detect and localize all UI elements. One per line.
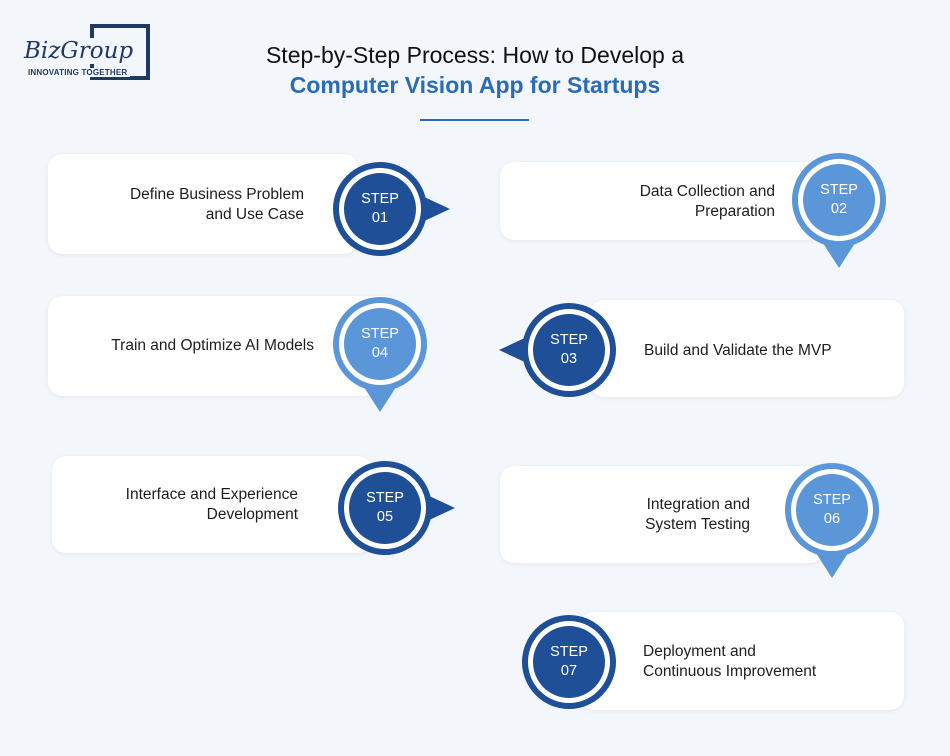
step-word: STEP [366, 490, 404, 506]
step-number: 05 [376, 509, 394, 525]
step-number-label: STEP 01 [332, 161, 428, 257]
step-badge-02: STEP 02 [791, 152, 887, 268]
step-card-02 [500, 162, 820, 240]
step-word: STEP [820, 182, 858, 198]
step-title-04: Train and Optimize AI Models [60, 336, 314, 356]
brand-logo: BizGroup INNOVATING TOGETHER [24, 24, 158, 84]
step-title-07: Deployment and Continuous Improvement [643, 642, 893, 682]
step-badge-07: STEP 07 [521, 614, 617, 710]
step-badge-04: STEP 04 [332, 296, 428, 412]
step-disc [796, 474, 868, 546]
arrow-pointer-icon [362, 384, 398, 412]
step-number-label: STEP 05 [337, 460, 433, 556]
step-badge-05: STEP 05 [337, 460, 455, 556]
step-badge-graphic [792, 153, 886, 268]
step-badge-graphic [333, 162, 450, 256]
step-word: STEP [813, 492, 851, 508]
arrow-pointer-icon [821, 240, 857, 268]
step-title-02: Data Collection and Preparation [520, 182, 775, 222]
step-disc [533, 314, 605, 386]
arrow-pointer-icon [420, 195, 450, 223]
step-number-label: STEP 03 [521, 302, 617, 398]
step-card-06 [500, 466, 825, 563]
step-card-01 [48, 154, 358, 254]
step-number-label: STEP 07 [521, 614, 617, 710]
step-disc [349, 472, 421, 544]
step-card-05 [52, 456, 372, 553]
arrow-pointer-icon [499, 336, 529, 364]
step-title-03: Build and Validate the MVP [644, 341, 894, 361]
step-word: STEP [361, 326, 399, 342]
step-number-label: STEP 06 [784, 462, 880, 558]
step-title-line: Train and Optimize AI Models [111, 337, 314, 354]
step-number: 06 [823, 511, 841, 527]
step-number: 07 [560, 663, 578, 679]
brand-tagline: INNOVATING TOGETHER [28, 68, 131, 77]
step-number: 02 [830, 201, 848, 217]
step-badge-01: STEP 01 [332, 161, 450, 257]
step-title-line: Deployment and [643, 643, 756, 660]
step-badge-graphic [522, 615, 616, 709]
step-title-line: Data Collection and [639, 183, 775, 200]
brand-name: BizGroup [24, 38, 136, 64]
step-badge-06: STEP 06 [784, 462, 880, 578]
step-title-line: Development [206, 506, 298, 523]
step-number-label: STEP 04 [332, 296, 428, 392]
step-title-line: Interface and Experience [125, 486, 298, 503]
step-title-05: Interface and Experience Development [70, 485, 298, 525]
step-number: 01 [371, 210, 389, 226]
step-badge-graphic [785, 463, 879, 578]
step-card-03 [590, 300, 904, 397]
step-number-label: STEP 02 [791, 152, 887, 248]
step-badge-graphic [499, 303, 616, 397]
step-title-06: Integration and System Testing [530, 495, 750, 535]
step-title-line: System Testing [645, 516, 750, 533]
step-title-line: Continuous Improvement [643, 663, 817, 680]
step-disc [344, 173, 416, 245]
step-disc [344, 308, 416, 380]
page-subtitle: Computer Vision App for Startups [289, 72, 661, 98]
step-disc [803, 164, 875, 236]
step-word: STEP [550, 644, 588, 660]
arrow-pointer-icon [814, 550, 850, 578]
title-underline [420, 119, 529, 121]
step-title-line: and Use Case [205, 206, 304, 223]
step-word: STEP [361, 191, 399, 207]
step-title-line: Preparation [694, 203, 775, 220]
step-title-line: Define Business Problem [129, 186, 304, 203]
step-badge-graphic [338, 461, 455, 555]
step-title-line: Build and Validate the MVP [644, 342, 832, 359]
step-number: 03 [560, 351, 578, 367]
step-number: 04 [371, 345, 389, 361]
arrow-pointer-icon [425, 494, 455, 522]
step-title-01: Define Business Problem and Use Case [60, 185, 304, 225]
step-disc [533, 626, 605, 698]
step-title-line: Integration and [646, 496, 750, 513]
step-card-07 [580, 612, 904, 710]
step-badge-03: STEP 03 [499, 302, 617, 398]
page-title: Step-by-Step Process: How to Develop a [265, 42, 685, 68]
step-badge-graphic [333, 297, 427, 412]
step-word: STEP [550, 332, 588, 348]
